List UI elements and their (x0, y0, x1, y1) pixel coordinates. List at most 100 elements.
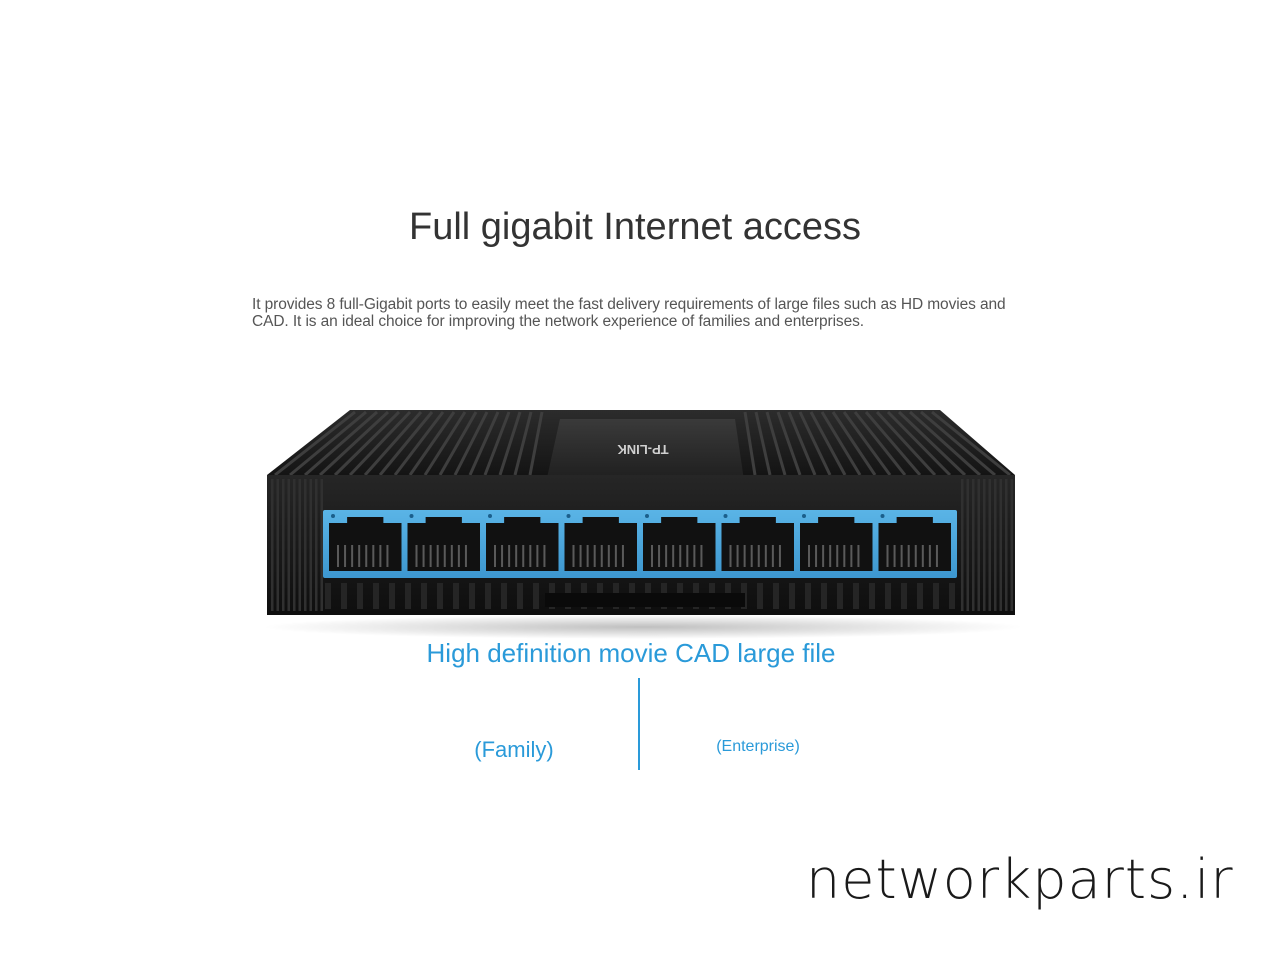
front-rib (421, 583, 427, 609)
port-pin (686, 545, 689, 567)
port-pin (529, 545, 532, 567)
port-pin (893, 545, 896, 567)
front-rib (373, 583, 379, 609)
front-rib (1010, 479, 1013, 611)
enterprise-label: (Enterprise) (716, 738, 800, 755)
top-rib (875, 410, 937, 477)
port-led (409, 514, 414, 518)
front-rib (501, 583, 507, 609)
port-pin (771, 545, 774, 567)
port-pin (344, 545, 347, 567)
port-group (329, 514, 951, 571)
rj45-port (329, 514, 402, 571)
port-pin (379, 545, 382, 567)
front-rib (320, 479, 323, 611)
front-rib (315, 479, 318, 611)
rj45-port (407, 514, 480, 571)
port-pin (351, 545, 354, 567)
port-pin (436, 545, 439, 567)
front-rib (389, 583, 395, 609)
port-pin (822, 545, 825, 567)
port-pin (358, 545, 361, 567)
top-rib (853, 411, 907, 476)
front-rib (885, 583, 891, 609)
top-rib (318, 410, 390, 477)
port-pin (508, 545, 511, 567)
port-pin (743, 545, 746, 567)
front-rib (988, 479, 991, 611)
top-rib (776, 411, 802, 476)
switch-illustration: TP-LINK (263, 410, 1023, 639)
port-pin (593, 545, 596, 567)
port-pin (857, 545, 860, 567)
port-pin (543, 545, 546, 567)
front-rib (485, 583, 491, 609)
front-rib (949, 583, 955, 609)
port-pin (750, 545, 753, 567)
top-rib (886, 410, 952, 477)
top-rib (483, 411, 511, 476)
port-pin (621, 545, 624, 567)
top-rib (743, 411, 757, 476)
top-rib (754, 411, 772, 476)
front-rib (469, 583, 475, 609)
port-pin (579, 545, 582, 567)
top-rib (438, 411, 478, 476)
port-pin (457, 545, 460, 567)
top-rib (274, 410, 356, 477)
top-ribs-right (743, 410, 1011, 477)
front-rib (837, 583, 843, 609)
port-pin (900, 545, 903, 567)
port-pin (808, 545, 810, 567)
front-rib (977, 479, 980, 611)
top-rib (765, 411, 787, 476)
front-rib (917, 583, 923, 609)
port-led (880, 514, 885, 518)
port-pin (736, 545, 739, 567)
port-pin (429, 545, 432, 567)
front-rib (757, 583, 763, 609)
network-switch-image: TP-LINK (255, 395, 1030, 645)
front-rib (271, 479, 274, 611)
front-rib (287, 479, 290, 611)
top-rib (363, 411, 423, 476)
top-rib (468, 411, 500, 476)
top-rib (920, 410, 996, 477)
front-rib (805, 583, 811, 609)
front-rib (282, 479, 285, 611)
rj45-port (486, 514, 559, 571)
port-led (488, 514, 492, 518)
floor-shadow (263, 615, 1023, 639)
port-pin (850, 545, 853, 567)
top-rib (897, 410, 967, 477)
top-rib (798, 411, 832, 476)
front-rib (453, 583, 459, 609)
front-rib (293, 479, 296, 611)
port-led (566, 514, 571, 518)
front-rib (357, 583, 363, 609)
port-pin (372, 545, 375, 567)
port-frame (323, 510, 957, 578)
rj45-port (800, 514, 873, 571)
port-pin (386, 545, 389, 567)
family-label: (Family) (474, 737, 554, 762)
port-pin (693, 545, 696, 567)
port-pin (572, 545, 575, 567)
port-pin (607, 545, 610, 567)
rj45-port (721, 514, 794, 571)
top-rib (304, 410, 378, 477)
port-pin (778, 545, 781, 567)
top-rib (289, 410, 367, 477)
front-rib (341, 583, 347, 609)
port-pin (651, 545, 653, 567)
port-opening (878, 517, 951, 571)
top-rib (423, 411, 467, 476)
port-led (331, 514, 335, 518)
front-rib (1005, 479, 1008, 611)
top-rib (348, 410, 412, 477)
port-pin (764, 545, 767, 567)
rj45-port (878, 514, 951, 571)
port-pin (600, 545, 603, 567)
top-rib (393, 411, 445, 476)
